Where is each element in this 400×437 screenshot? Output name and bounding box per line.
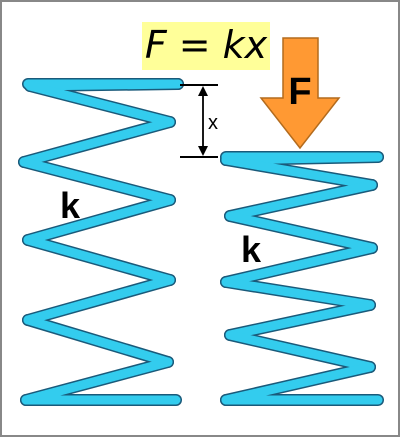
right-spring-coil-segment [221,362,375,405]
formula-text: F = kx [145,23,268,67]
left-spring-constant-label: k [60,185,81,226]
left-spring-coil-segment [25,81,175,127]
force-label: F [288,71,311,113]
right-spring-coil-segment [221,155,377,190]
left-spring-coil-segment [23,275,175,325]
right-spring-coil-segment [225,300,375,340]
force-arrow: F [259,37,341,150]
left-spring-coil-segment [23,195,175,245]
left-spring-coil-segment [19,157,175,205]
left-spring-coil-segment [25,79,183,91]
displacement-indicator: x [180,84,218,158]
left-spring-coil-segment [21,357,173,405]
right-spring-coil-segment [221,277,375,310]
formula-box [142,22,270,70]
right-spring-coil-segment [225,180,377,221]
left-spring-coil-segment [19,117,175,167]
left-spring-coil-segment [23,235,175,285]
right-spring-coil-segment [225,330,375,372]
left-spring [18,78,184,406]
right-spring-constant-label: k [241,229,262,270]
right-spring-coil-segment [221,152,383,165]
left-spring-coil-segment [23,315,173,367]
right-spring-coil-segment [221,243,377,287]
right-spring [220,151,384,406]
displacement-label: x [208,112,218,134]
right-spring-coil-segment [225,211,377,253]
force-arrow-shape [259,37,341,150]
